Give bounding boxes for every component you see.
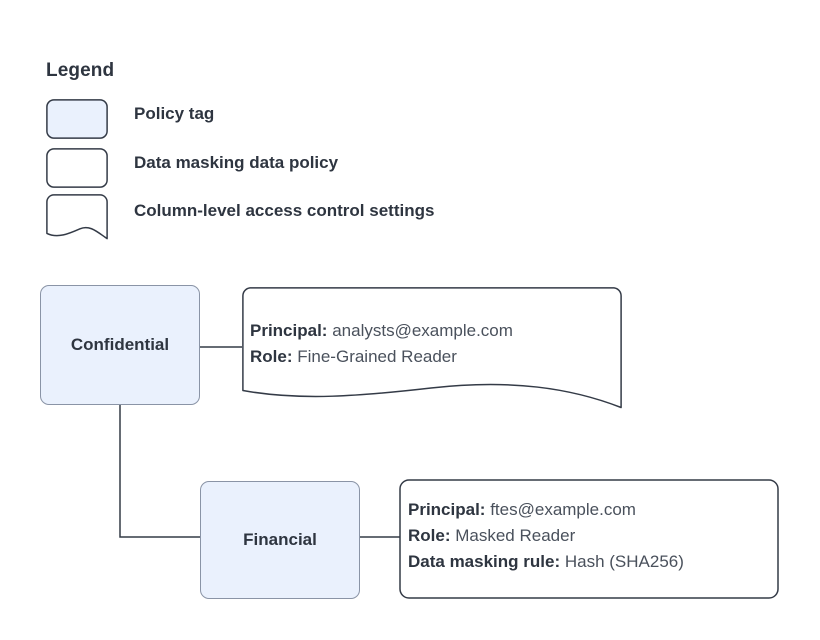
callout-confidential-text: Principal: analysts@example.com Role: Fi… <box>250 318 513 370</box>
callout-confidential-policy[interactable]: Principal: analysts@example.com Role: Fi… <box>241 287 623 409</box>
callout-value: Hash (SHA256) <box>564 552 684 571</box>
legend-label-policy-tag: Policy tag <box>134 104 215 123</box>
connector-confidential-to-financial <box>119 405 200 538</box>
callout-financial-text: Principal: ftes@example.com Role: Masked… <box>408 497 684 575</box>
callout-key: Data masking rule: <box>408 552 561 571</box>
callout-key: Role: <box>408 526 451 545</box>
node-confidential[interactable]: Confidential <box>40 285 200 405</box>
node-financial[interactable]: Financial <box>200 481 360 599</box>
legend-swatch-policy-tag <box>46 99 108 139</box>
legend-swatch-data-masking-policy <box>46 148 108 188</box>
callout-key: Principal: <box>250 321 328 340</box>
callout-line: Role: Fine-Grained Reader <box>250 344 513 370</box>
callout-line: Data masking rule: Hash (SHA256) <box>408 549 684 575</box>
callout-value: Masked Reader <box>455 526 576 545</box>
node-confidential-label: Confidential <box>70 335 170 354</box>
legend-label-column-access-settings: Column-level access control settings <box>134 201 435 220</box>
callout-value: ftes@example.com <box>490 500 636 519</box>
node-financial-label: Financial <box>243 530 317 549</box>
legend-label-data-masking-policy: Data masking data policy <box>134 153 339 172</box>
callout-line: Principal: analysts@example.com <box>250 318 513 344</box>
callout-financial-policy[interactable]: Principal: ftes@example.com Role: Masked… <box>399 479 779 599</box>
legend-swatch-column-access-settings <box>46 194 108 240</box>
legend-title: Legend <box>46 60 115 81</box>
callout-value: Fine-Grained Reader <box>297 347 457 366</box>
callout-line: Principal: ftes@example.com <box>408 497 684 523</box>
callout-value: analysts@example.com <box>332 321 513 340</box>
callout-key: Principal: <box>408 500 486 519</box>
callout-key: Role: <box>250 347 293 366</box>
callout-line: Role: Masked Reader <box>408 523 684 549</box>
